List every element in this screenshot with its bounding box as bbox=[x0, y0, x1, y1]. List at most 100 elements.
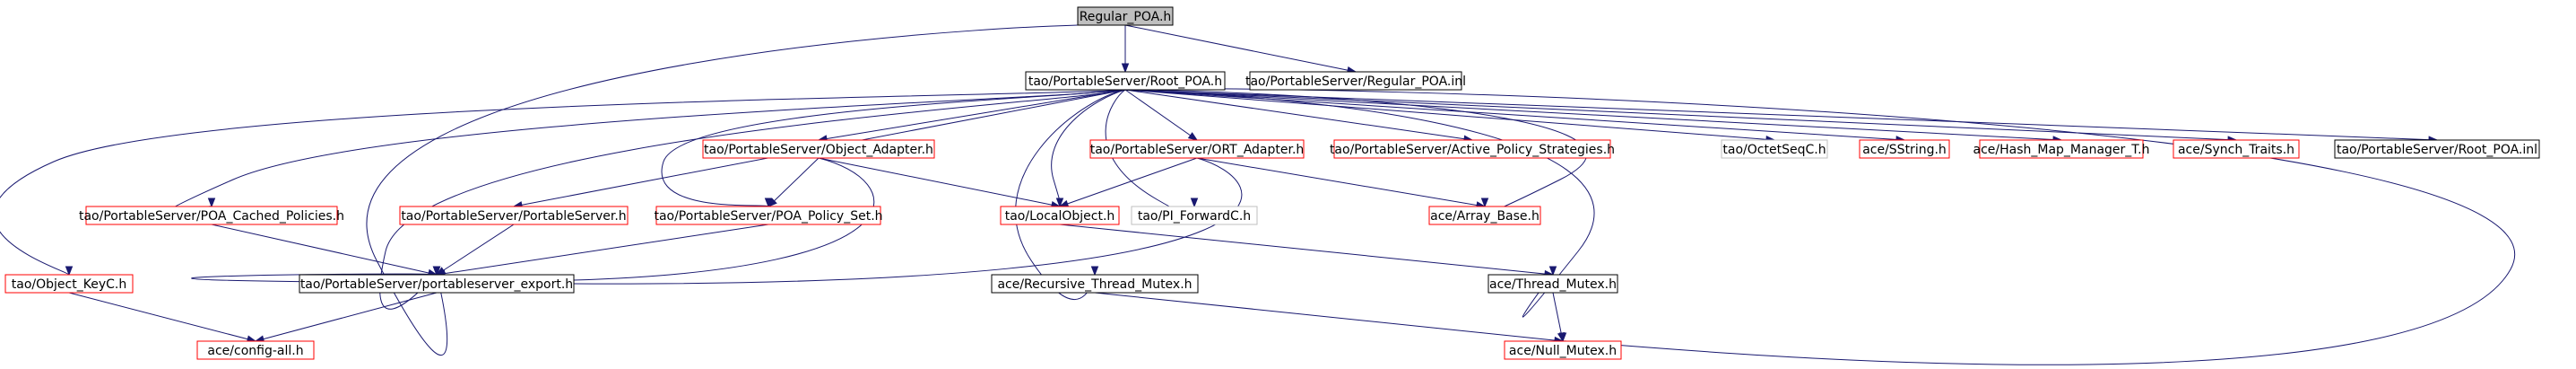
edge-object_adapter_h-to-poa_policy_set_h-arrowhead bbox=[768, 198, 777, 207]
node-ort_adapter_h[interactable]: tao/PortableServer/ORT_Adapter.h bbox=[1089, 139, 1305, 159]
node-box-sstring_h[interactable] bbox=[1859, 139, 1950, 159]
node-label-ps_export_h: tao/PortableServer/portableserver_export… bbox=[300, 277, 573, 292]
edge-root_poa_h-to-ps_export_h bbox=[379, 89, 1126, 310]
node-label-ort_adapter_h: tao/PortableServer/ORT_Adapter.h bbox=[1090, 143, 1305, 157]
edge-root_poa_h-to-array_base_h-arrowhead bbox=[1480, 198, 1489, 208]
edge-object_adapter_h-to-localobject_h bbox=[818, 157, 1061, 207]
edge-root_poa_h-to-synch_traits_h bbox=[1124, 89, 2237, 141]
node-label-poa_policy_set_h: tao/PortableServer/POA_Policy_Set.h bbox=[654, 209, 882, 224]
node-box-ort_adapter_h[interactable] bbox=[1089, 139, 1305, 159]
edge-root_poa_h-to-object_adapter_h bbox=[818, 89, 1126, 141]
node-box-hash_map_h[interactable] bbox=[1979, 139, 2144, 159]
node-thread_mutex_h[interactable]: ace/Thread_Mutex.h bbox=[1487, 274, 1618, 294]
node-box-ps_export_h[interactable] bbox=[299, 274, 575, 294]
edge-ort_adapter_h-to-ps_export_h-arrowhead bbox=[432, 266, 441, 277]
node-label-localobject_h: tao/LocalObject.h bbox=[1005, 209, 1115, 224]
node-label-root_poa_h: tao/PortableServer/Root_POA.h bbox=[1028, 75, 1222, 89]
edge-poa_policy_set_h-to-ps_export_h bbox=[436, 224, 769, 276]
edge-poa_cached_h-to-ps_export_h bbox=[211, 224, 438, 276]
node-label-poa_cached_h: tao/PortableServer/POA_Cached_Policies.h bbox=[79, 209, 344, 224]
node-root_poa_inl[interactable]: tao/PortableServer/Root_POA.inl bbox=[2334, 139, 2540, 159]
node-poa_policy_set_h[interactable]: tao/PortableServer/POA_Policy_Set.h bbox=[654, 206, 883, 225]
node-label-hash_map_h: ace/Hash_Map_Manager_T.h bbox=[1973, 143, 2149, 157]
node-recursive_mutex_h[interactable]: ace/Recursive_Thread_Mutex.h bbox=[991, 274, 1199, 294]
edge-root_poa_h-to-root_poa_inl bbox=[1124, 89, 2438, 141]
node-label-pi_forwardc_h: tao/PI_ForwardC.h bbox=[1138, 209, 1251, 224]
nodes-layer: Regular_POA.h tao/PortableServer/Root_POA… bbox=[4, 6, 2540, 360]
node-box-thread_mutex_h[interactable] bbox=[1487, 274, 1618, 294]
edge-ort_adapter_h-to-array_base_h bbox=[1196, 157, 1486, 207]
node-sstring_h[interactable]: ace/SString.h bbox=[1859, 139, 1950, 159]
edge-ort_adapter_h-to-localobject_h bbox=[1059, 157, 1198, 207]
node-array_base_h[interactable]: ace/Array_Base.h bbox=[1428, 206, 1541, 225]
node-box-object_adapter_h[interactable] bbox=[702, 139, 935, 159]
edge-root_poa_h-to-localobject_h-arrowhead bbox=[1055, 198, 1064, 208]
node-label-root_poa_inl: tao/PortableServer/Root_POA.inl bbox=[2337, 143, 2537, 157]
node-label-thread_mutex_h: ace/Thread_Mutex.h bbox=[1489, 277, 1617, 292]
edge-root_poa_h-to-active_policy_h bbox=[1124, 89, 1473, 141]
edge-root_poa_h-to-pi_forwardc_h-arrowhead bbox=[1190, 198, 1199, 208]
node-regular_poa_h[interactable]: Regular_POA.h bbox=[1077, 6, 1174, 26]
node-box-recursive_mutex_h[interactable] bbox=[991, 274, 1199, 294]
edge-root_poa_h-to-thread_mutex_h-arrowhead bbox=[1548, 266, 1557, 277]
node-label-array_base_h: ace/Array_Base.h bbox=[1430, 209, 1540, 224]
edge-regular_poa_h-to-root_poa_h-arrowhead bbox=[1121, 63, 1130, 74]
edge-object_adapter_h-to-poa_policy_set_h bbox=[768, 157, 820, 207]
node-regular_poa_inl[interactable]: tao/PortableServer/Regular_POA.inl bbox=[1245, 71, 1466, 91]
node-box-null_mutex_h[interactable] bbox=[1504, 340, 1622, 360]
node-box-object_keyc_h[interactable] bbox=[4, 274, 134, 294]
node-object_adapter_h[interactable]: tao/PortableServer/Object_Adapter.h bbox=[702, 139, 935, 159]
node-box-localobject_h[interactable] bbox=[1000, 206, 1120, 225]
node-portableserver_h[interactable]: tao/PortableServer/PortableServer.h bbox=[399, 206, 629, 225]
edge-root_poa_h-to-poa_policy_set_h bbox=[661, 89, 1126, 207]
edge-root_poa_h-to-object_keyc_h bbox=[0, 89, 1126, 276]
edge-recursive_mutex_h-to-null_mutex_h bbox=[1094, 292, 1564, 342]
node-poa_cached_h[interactable]: tao/PortableServer/POA_Cached_Policies.h bbox=[79, 206, 344, 225]
node-box-octetseqc_h[interactable] bbox=[1721, 139, 1828, 159]
node-box-pi_forwardc_h[interactable] bbox=[1131, 206, 1258, 225]
node-ps_export_h[interactable]: tao/PortableServer/portableserver_export… bbox=[299, 274, 575, 294]
node-box-active_policy_h[interactable] bbox=[1333, 139, 1611, 159]
edge-root_poa_h-to-ort_adapter_h bbox=[1124, 89, 1198, 141]
node-config_all_h[interactable]: ace/config-all.h bbox=[196, 340, 315, 360]
node-box-root_poa_h[interactable] bbox=[1025, 71, 1226, 91]
node-pi_forwardc_h[interactable]: tao/PI_ForwardC.h bbox=[1131, 206, 1258, 225]
node-object_keyc_h[interactable]: tao/Object_KeyC.h bbox=[4, 274, 134, 294]
node-box-portableserver_h[interactable] bbox=[399, 206, 629, 225]
node-label-portableserver_h: tao/PortableServer/PortableServer.h bbox=[401, 209, 626, 224]
node-localobject_h[interactable]: tao/LocalObject.h bbox=[1000, 206, 1120, 225]
edge-regular_poa_h-to-ps_export_h bbox=[366, 23, 1126, 356]
node-hash_map_h[interactable]: ace/Hash_Map_Manager_T.h bbox=[1973, 139, 2150, 159]
edge-portableserver_h-to-ps_export_h bbox=[436, 224, 515, 276]
node-null_mutex_h[interactable]: ace/Null_Mutex.h bbox=[1504, 340, 1622, 360]
node-box-array_base_h[interactable] bbox=[1428, 206, 1541, 225]
node-label-regular_poa_h: Regular_POA.h bbox=[1080, 10, 1172, 24]
node-label-synch_traits_h: ace/Synch_Traits.h bbox=[2178, 143, 2294, 157]
node-synch_traits_h[interactable]: ace/Synch_Traits.h bbox=[2173, 139, 2300, 159]
edge-root_poa_h-to-poa_cached_h-arrowhead bbox=[207, 198, 216, 208]
edge-object_keyc_h-to-config_all_h bbox=[68, 292, 256, 342]
edge-root_poa_h-to-poa_cached_h bbox=[162, 89, 1126, 216]
node-box-synch_traits_h[interactable] bbox=[2173, 139, 2300, 159]
node-root_poa_h[interactable]: tao/PortableServer/Root_POA.h bbox=[1025, 71, 1226, 91]
node-box-poa_cached_h[interactable] bbox=[85, 206, 338, 225]
node-active_policy_h[interactable]: tao/PortableServer/Active_Policy_Strateg… bbox=[1330, 139, 1615, 159]
node-box-root_poa_inl[interactable] bbox=[2334, 139, 2540, 159]
edge-ps_export_h-to-config_all_h bbox=[255, 292, 438, 342]
edge-localobject_h-to-thread_mutex_h bbox=[1059, 224, 1554, 276]
node-box-regular_poa_h[interactable] bbox=[1077, 6, 1174, 26]
node-label-recursive_mutex_h: ace/Recursive_Thread_Mutex.h bbox=[997, 277, 1192, 292]
edge-thread_mutex_h-to-null_mutex_h-arrowhead bbox=[1557, 331, 1566, 343]
node-label-null_mutex_h: ace/Null_Mutex.h bbox=[1509, 344, 1617, 358]
edge-root_poa_h-to-recursive_mutex_h-arrowhead bbox=[1090, 266, 1099, 277]
edge-root_poa_h-to-ort_adapter_h-arrowhead bbox=[1187, 132, 1199, 141]
edge-root_poa_h-to-hash_map_h bbox=[1124, 89, 2062, 141]
node-box-poa_policy_set_h[interactable] bbox=[655, 206, 881, 225]
edge-root_poa_h-to-octetseqc_h bbox=[1124, 89, 1775, 141]
node-label-config_all_h: ace/config-all.h bbox=[207, 344, 303, 358]
node-octetseqc_h[interactable]: tao/OctetSeqC.h bbox=[1721, 139, 1828, 159]
node-box-regular_poa_inl[interactable] bbox=[1249, 71, 1462, 91]
node-label-object_adapter_h: tao/PortableServer/Object_Adapter.h bbox=[704, 143, 933, 157]
node-box-config_all_h[interactable] bbox=[196, 340, 315, 360]
